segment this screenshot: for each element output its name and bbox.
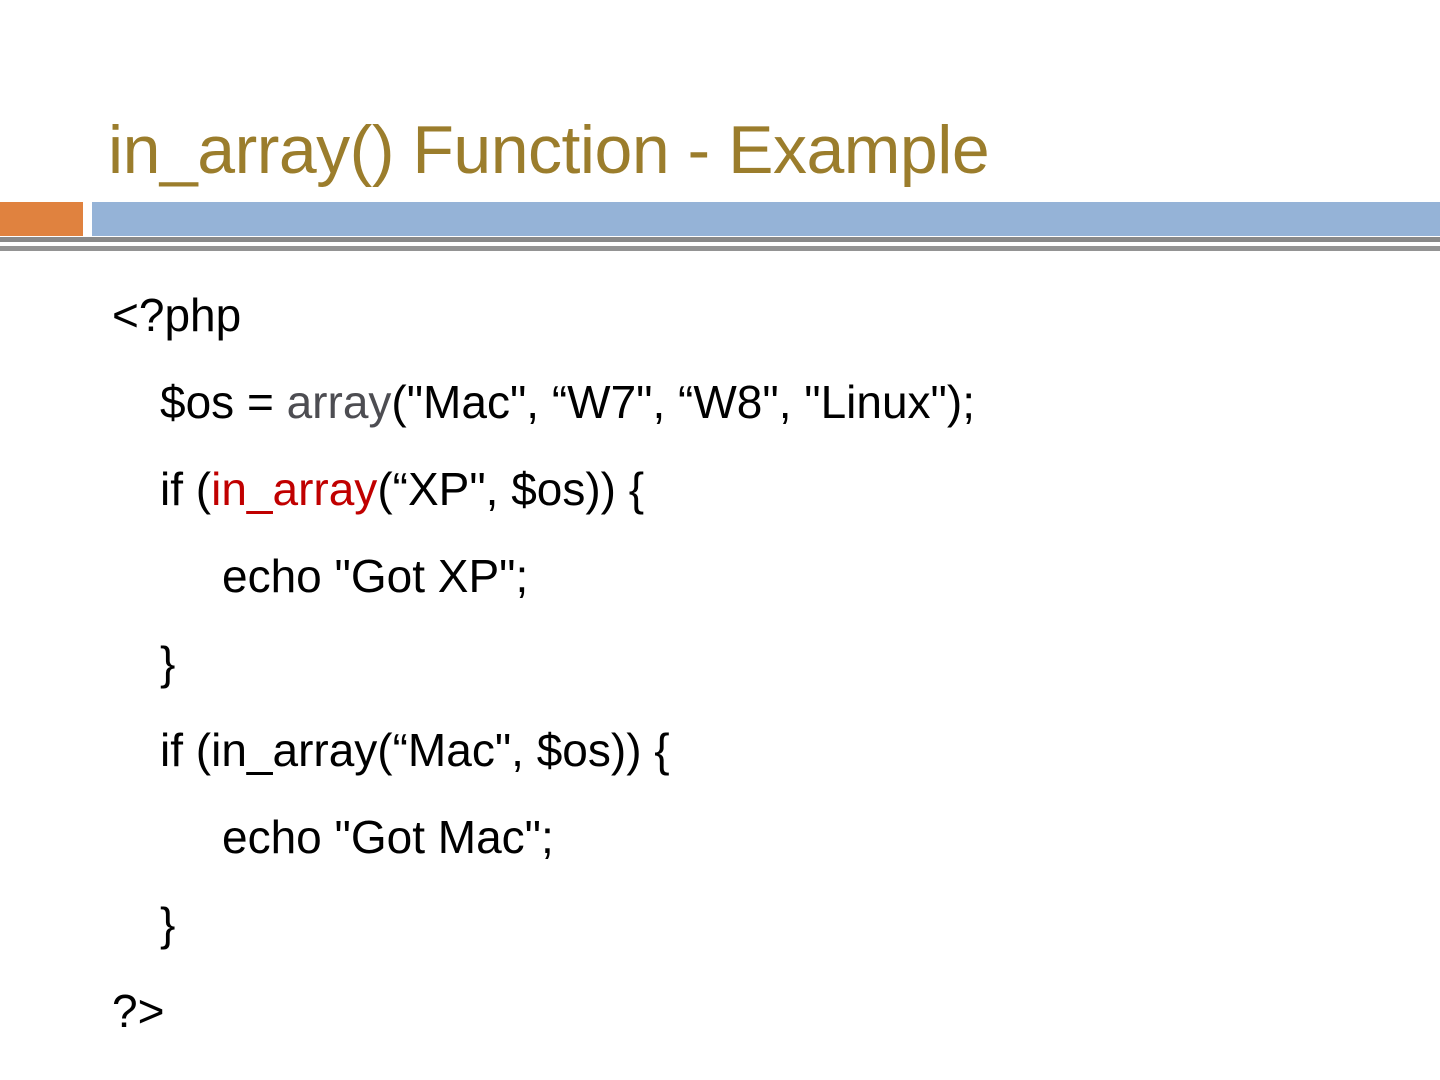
accent-bar-blue (92, 202, 1440, 236)
code-token-plain: } (160, 898, 176, 950)
code-token-plain: } (160, 637, 176, 689)
code-token-highlight: in_array (211, 463, 378, 515)
divider-line-upper (0, 237, 1440, 242)
accent-block-orange (0, 202, 83, 236)
code-token-func: array (286, 376, 392, 428)
code-line: <?php (0, 272, 1440, 359)
divider-line-lower (0, 246, 1440, 251)
page-title: in_array() Function - Example (108, 112, 990, 188)
code-line: ?> (0, 968, 1440, 1055)
code-token-plain: echo "Got Mac"; (222, 811, 554, 863)
title-divider (0, 200, 1440, 254)
code-line: } (0, 881, 1440, 968)
code-token-plain: $os = (160, 376, 287, 428)
code-block: <?php $os = array("Mac", “W7", “W8", "Lin… (0, 272, 1440, 1055)
code-line: if (in_array(“Mac", $os)) { (0, 707, 1440, 794)
code-line: $os = array("Mac", “W7", “W8", "Linux"); (0, 359, 1440, 446)
code-line: } (0, 620, 1440, 707)
code-token-plain: (“XP", $os)) { (377, 463, 645, 515)
code-token-plain: ("Mac", “W7", “W8", "Linux"); (391, 376, 975, 428)
code-line: echo "Got Mac"; (0, 794, 1440, 881)
code-line: if (in_array(“XP", $os)) { (0, 446, 1440, 533)
code-token-plain: ?> (112, 985, 165, 1037)
code-token-plain: if (in_array(“Mac", $os)) { (160, 724, 670, 776)
code-token-plain: if ( (160, 463, 212, 515)
code-token-plain: <?php (112, 289, 242, 341)
code-token-plain: echo "Got XP"; (222, 550, 529, 602)
code-line: echo "Got XP"; (0, 533, 1440, 620)
